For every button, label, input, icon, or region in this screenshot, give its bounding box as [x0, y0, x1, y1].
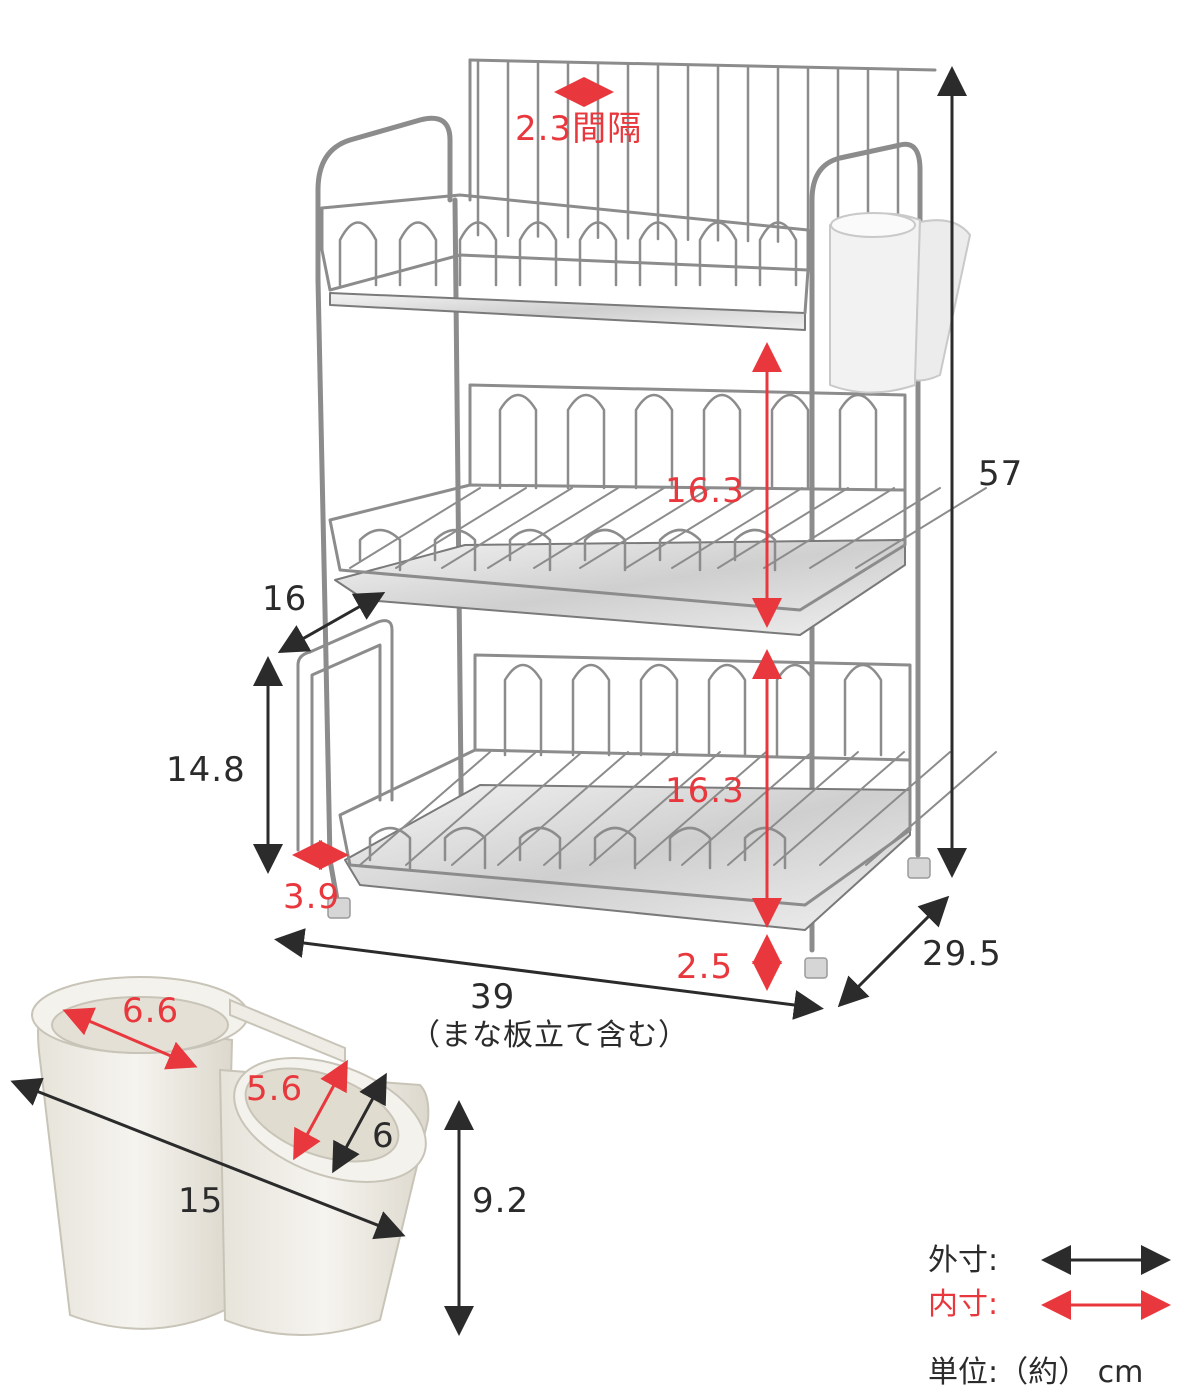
mid-floor-wire: [487, 487, 619, 569]
width-label: 39: [470, 977, 515, 1017]
clearance-label: 2.5: [676, 947, 733, 987]
cup-length-arrow: [10, 1077, 406, 1240]
cutting-board-holder: [296, 619, 394, 852]
mid-front-arc-wire: [508, 528, 552, 572]
mid-floor-wire: [395, 487, 527, 569]
mid-upright-wire: [498, 393, 538, 490]
bot-floor-wire: [681, 751, 813, 866]
mid-floor-wire: [533, 487, 665, 569]
bot-floor-wire: [819, 751, 951, 866]
mid-front-arc-wire: [658, 528, 702, 572]
top-arc-wire: [638, 221, 678, 287]
width-note: （まな板立て含む）: [410, 1018, 689, 1053]
bot-floor-wire: [865, 751, 997, 866]
bot-floor-wire: [359, 751, 491, 866]
board-holder-depth-label: 16: [262, 579, 307, 619]
bot-upright-wire: [571, 663, 611, 757]
bot-floor-wire: [497, 751, 629, 866]
rack-dimensions: 2.3間隔 57 16.3 16.3 2.5 29.5 16 14.8 3.9 …: [166, 66, 1023, 1053]
mid-front-arc-wire: [358, 528, 402, 572]
bot-floor-wire: [773, 751, 905, 866]
mid-floor-wire: [441, 487, 573, 569]
bot-upright-wire: [503, 663, 543, 757]
total-height-label: 57: [978, 454, 1023, 494]
dish-rack-illustration: [296, 58, 997, 979]
bot-upright-wire: [707, 663, 747, 757]
mid-floor-wire: [717, 487, 849, 569]
cup-length-label: 15: [178, 1181, 223, 1221]
upper-tier-gap-label: 16.3: [665, 471, 745, 511]
mid-upright-wire: [770, 393, 810, 490]
large-inner-arrow: [62, 1007, 198, 1070]
utensil-cup-illustration: [31, 976, 430, 1336]
bot-upright-wire: [639, 663, 679, 757]
bot-upright-wire: [843, 663, 883, 757]
mid-upright-wire: [634, 393, 674, 490]
top-arc-wire: [338, 221, 378, 287]
mid-upright-wire: [838, 393, 878, 490]
large-inner-label: 6.6: [122, 991, 179, 1031]
board-holder-depth-arrow: [277, 592, 386, 653]
legend-unit: 単位:（約） cm: [928, 1355, 1143, 1390]
mid-floor-wire: [763, 487, 895, 569]
mid-floor-wire: [625, 487, 757, 569]
cup-height-label: 9.2: [472, 1181, 529, 1221]
top-arc-wire: [578, 221, 618, 287]
mid-floor-wire: [809, 487, 941, 569]
bot-front-arc-wire: [593, 826, 637, 870]
bot-upright-wire: [775, 663, 815, 757]
depth-arrow: [837, 895, 950, 1008]
legend-inner-label: 内寸:: [928, 1287, 998, 1322]
mid-front-arc-wire: [433, 528, 477, 572]
small-outer-label: 6: [372, 1116, 395, 1156]
slot-pitch-label: 2.3間隔: [515, 109, 642, 149]
bot-floor-wire: [727, 751, 859, 866]
top-arc-wire: [518, 221, 558, 287]
mid-upright-wire: [566, 393, 606, 490]
mid-floor-wire: [579, 487, 711, 569]
width-arrow: [274, 928, 824, 1020]
lower-tier-gap-label: 16.3: [665, 771, 745, 811]
rack-middle-tier: [328, 383, 987, 636]
bot-front-arc-wire: [668, 826, 712, 870]
bot-floor-wire: [589, 751, 721, 866]
cup-dimensions: 6.6 5.6 6 15 9.2: [10, 991, 529, 1336]
board-holder-height-label: 14.8: [166, 750, 246, 790]
small-inner-label: 5.6: [246, 1069, 303, 1109]
rack-utensil-cup: [829, 212, 971, 394]
mid-upright-wire: [702, 393, 742, 490]
bot-floor-wire: [451, 751, 583, 866]
bot-front-arc-wire: [368, 826, 412, 870]
top-arc-wire: [758, 221, 798, 287]
rack-top-tier: [320, 193, 810, 331]
bot-front-arc-wire: [443, 826, 487, 870]
board-holder-gap-label: 3.9: [283, 877, 340, 917]
legend-outer-label: 外寸:: [928, 1243, 998, 1278]
bot-floor-wire: [543, 751, 675, 866]
depth-label: 29.5: [922, 934, 1002, 974]
mid-floor-wire: [349, 487, 481, 569]
bot-floor-wire: [405, 751, 537, 866]
bot-floor-wire: [635, 751, 767, 866]
top-arc-wire: [398, 221, 438, 287]
legend: 外寸: 内寸: 単位:（約） cm: [928, 1243, 1171, 1390]
top-arc-wire: [458, 221, 498, 287]
top-arc-wire: [698, 221, 738, 287]
